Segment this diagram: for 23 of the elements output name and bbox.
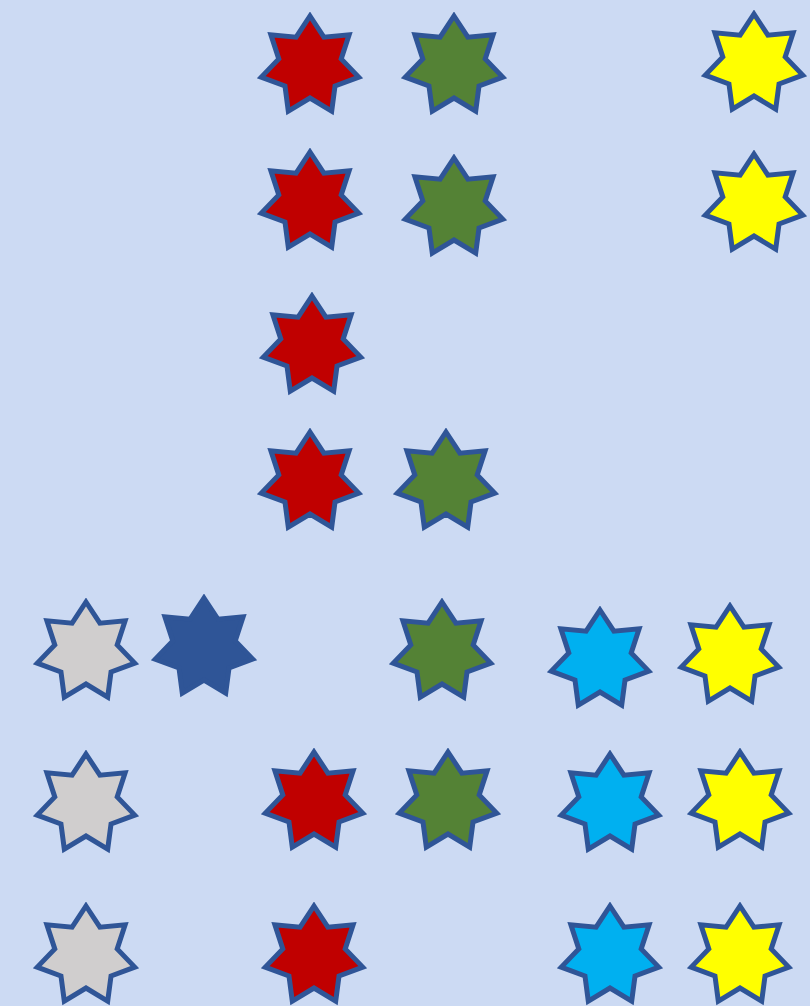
star-shape bbox=[686, 748, 794, 856]
star-shape bbox=[392, 428, 500, 536]
star-shape bbox=[556, 750, 664, 858]
star-shape bbox=[676, 602, 784, 710]
star-shape bbox=[686, 902, 794, 1006]
star-shape bbox=[256, 428, 364, 536]
star-shape bbox=[256, 148, 364, 256]
star-shape bbox=[400, 154, 508, 262]
star-shape bbox=[546, 606, 654, 714]
star-shape bbox=[388, 598, 496, 706]
star-shape bbox=[700, 10, 808, 118]
star-shape bbox=[32, 902, 140, 1006]
star-shape bbox=[260, 902, 368, 1006]
star-shape bbox=[260, 748, 368, 856]
star-shape bbox=[32, 750, 140, 858]
star-shape bbox=[400, 12, 508, 120]
star-shape bbox=[700, 150, 808, 258]
star-shape bbox=[256, 12, 364, 120]
star-shape bbox=[150, 594, 258, 702]
star-shape bbox=[258, 292, 366, 400]
star-shape bbox=[32, 598, 140, 706]
star-shape bbox=[394, 748, 502, 856]
star-shape bbox=[556, 902, 664, 1006]
